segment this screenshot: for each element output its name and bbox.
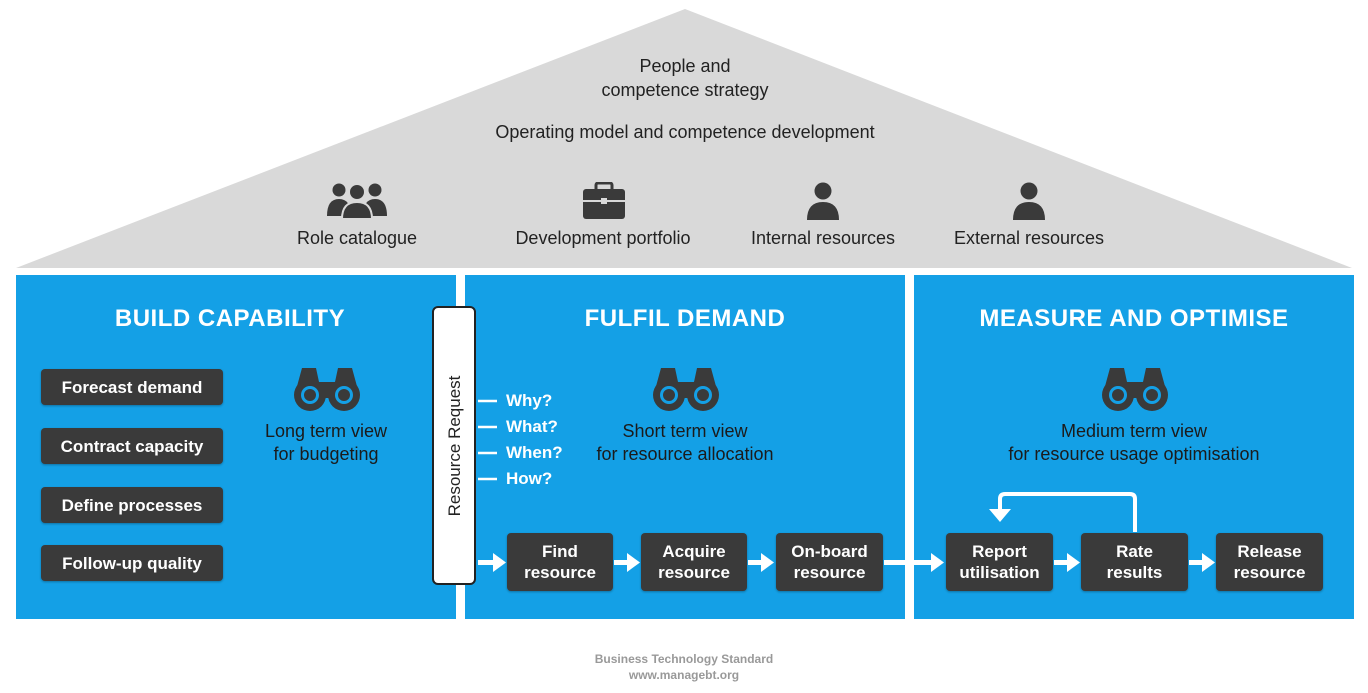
roof-item-internal-resources: Internal resources — [750, 228, 896, 248]
follow-up-quality-box: Follow-up quality — [41, 545, 223, 581]
measure-optimise-title: MEASURE AND OPTIMISE — [979, 305, 1289, 332]
question-ticks — [478, 399, 497, 481]
rate-results-box: Rate results — [1081, 533, 1188, 591]
find-resource-box: Find resource — [507, 533, 613, 591]
question-how: How? — [506, 469, 553, 488]
roof-item-development-portfolio: Development portfolio — [515, 228, 691, 248]
define-processes-box: Define processes — [41, 487, 223, 523]
question-why: Why? — [506, 391, 553, 410]
resource-request-bar — [432, 306, 476, 585]
roof-item-external-resources: External resources — [953, 228, 1105, 248]
release-resource-box: Release resource — [1216, 533, 1323, 591]
on-board-resource-box: On-board resource — [776, 533, 883, 591]
binoculars-icon — [653, 368, 719, 411]
binoculars-icon — [1102, 368, 1168, 411]
roof-item-role-catalogue: Role catalogue — [296, 228, 418, 248]
briefcase-icon — [583, 182, 625, 219]
forecast-demand-box: Forecast demand — [41, 369, 223, 405]
build-view-text: Long term view for budgeting — [264, 421, 388, 464]
fulfil-demand-title: FULFIL DEMAND — [584, 305, 786, 332]
binoculars-icon — [294, 368, 360, 411]
person-icon — [807, 182, 839, 220]
person-icon — [1013, 182, 1045, 220]
question-what: What? — [506, 417, 558, 436]
footer-line1: Business Technology Standard — [594, 652, 774, 666]
report-utilisation-box: Report utilisation — [946, 533, 1053, 591]
build-capability-title: BUILD CAPABILITY — [114, 305, 346, 332]
footer-url[interactable]: www.managebt.org — [628, 668, 740, 682]
operating-model-title: Operating model and competence developme… — [495, 122, 875, 142]
contract-capacity-box: Contract capacity — [41, 428, 223, 464]
strategy-title: People and competence strategy — [601, 56, 769, 100]
question-when: When? — [506, 443, 563, 462]
acquire-resource-box: Acquire resource — [641, 533, 747, 591]
measure-view-text: Medium term view for resource usage opti… — [1008, 421, 1260, 464]
fulfil-view-text: Short term view for resource allocation — [596, 421, 774, 464]
group-icon — [327, 183, 387, 220]
